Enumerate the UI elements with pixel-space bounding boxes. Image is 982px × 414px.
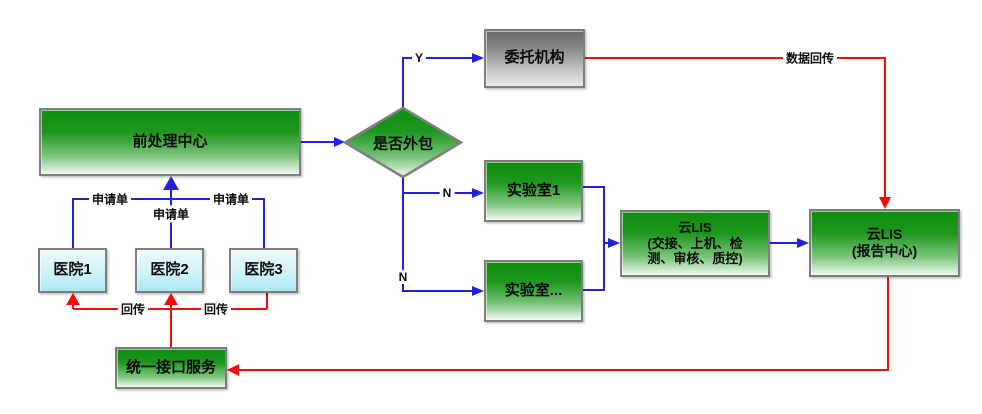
edge-lab1-to-cloudlis [583, 186, 609, 244]
arrowhead-into-cloudlis [608, 238, 620, 248]
node-cloud-lis-process: 云LIS (交接、上机、检 测、审核、质控) [620, 210, 770, 277]
node-hospital-3: 医院3 [229, 248, 298, 293]
arrowhead-into-labmore [472, 286, 484, 296]
edge-label-yes: Y [411, 51, 427, 65]
edge-labmore-to-cloudlis [583, 243, 605, 291]
edge-consignee-data-return [585, 57, 886, 198]
node-unified-interface: 统一接口服务 [115, 347, 227, 389]
edge-report-to-interface [238, 277, 889, 371]
edge-decision-yes-to-consignee [402, 57, 473, 108]
node-outsource-decision-label: 是否外包 [372, 135, 434, 153]
node-cloud-lis-report: 云LIS (报告中心) [809, 209, 960, 277]
edge-decision-no-to-labmore [402, 193, 473, 292]
arrowhead-into-hospital1 [66, 293, 80, 305]
edge-label-data-return: 数据回传 [782, 49, 838, 67]
edge-label-no-labmore: N [395, 270, 411, 284]
edge-hospitals-request-trunk [72, 198, 265, 248]
node-hospital-2: 医院2 [135, 248, 204, 293]
node-consignee-org: 委托机构 [484, 29, 585, 88]
arrowhead-into-consignee [472, 53, 484, 63]
edge-label-request-center: 申请单 [149, 205, 193, 223]
arrowhead-into-decision [334, 137, 345, 147]
arrowhead-into-report [797, 238, 809, 248]
edge-label-return-left: 回传 [117, 300, 149, 318]
arrowhead-into-interface [227, 364, 239, 376]
arrowhead-into-preprocess [163, 176, 179, 190]
arrowhead-into-report-top [879, 197, 891, 209]
edge-decision-no-to-lab1 [402, 177, 473, 194]
arrowhead-into-hospital2 [164, 293, 178, 305]
edge-label-no-lab1: N [439, 186, 455, 200]
edge-label-return-right: 回传 [200, 300, 232, 318]
node-hospital-1: 医院1 [38, 248, 107, 293]
arrowhead-into-lab1 [472, 188, 484, 198]
node-preprocess-center: 前处理中心 [39, 108, 301, 176]
outsource-decision-diamond [342, 106, 464, 179]
edge-label-request-right: 申请单 [209, 190, 253, 208]
node-lab-more: 实验室... [484, 260, 583, 322]
edge-label-request-left: 申请单 [88, 190, 132, 208]
node-lab-1: 实验室1 [484, 160, 583, 222]
